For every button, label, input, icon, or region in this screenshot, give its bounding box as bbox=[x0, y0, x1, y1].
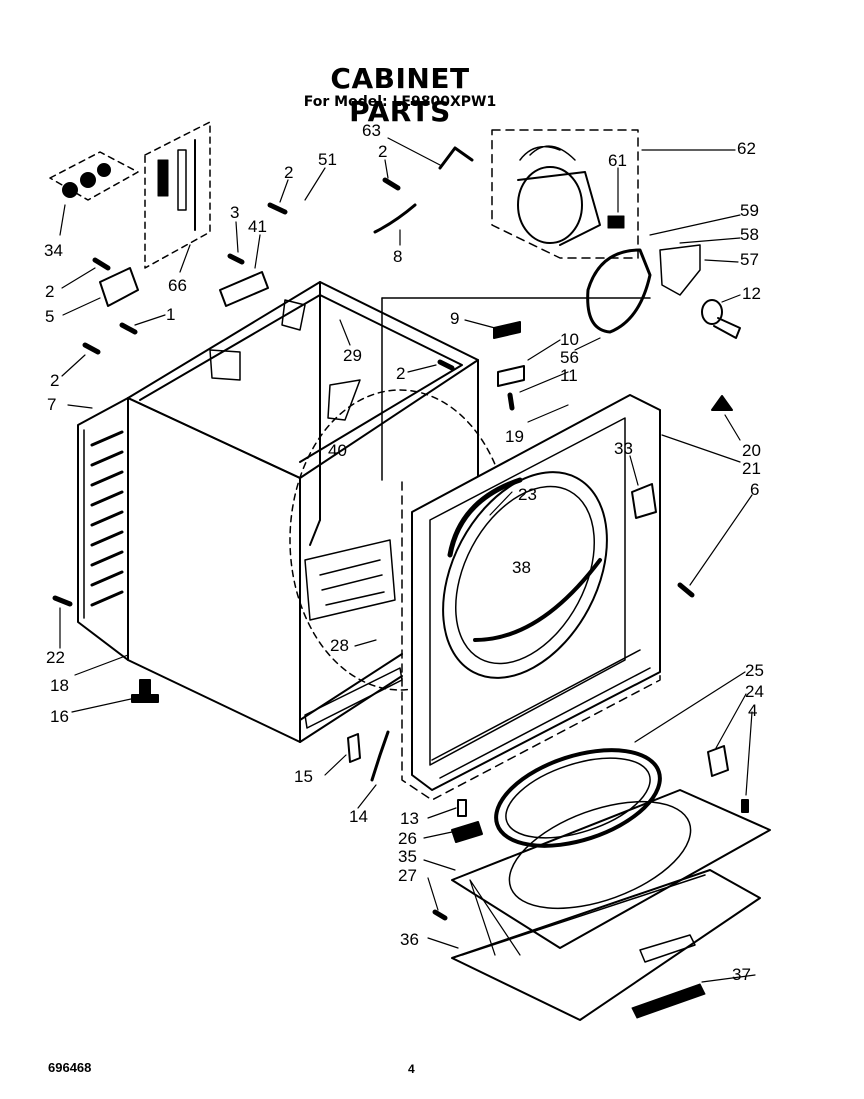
callout-35: 35 bbox=[398, 847, 417, 866]
spring-14 bbox=[370, 730, 390, 782]
callout-2: 2 bbox=[396, 364, 405, 383]
clip-5 bbox=[99, 267, 139, 307]
latch-9 bbox=[493, 321, 521, 339]
callout-38: 38 bbox=[512, 558, 531, 577]
callout-10: 10 bbox=[560, 330, 579, 349]
knob bbox=[701, 299, 741, 339]
idler-bracket bbox=[659, 244, 701, 296]
screw-13 bbox=[457, 799, 467, 817]
screw-22 bbox=[52, 595, 73, 607]
screw-2e bbox=[437, 359, 455, 371]
side-panel bbox=[77, 397, 129, 661]
screw-27 bbox=[432, 909, 448, 921]
callout-61: 61 bbox=[608, 151, 627, 170]
callout-8: 8 bbox=[393, 247, 402, 266]
callout-23: 23 bbox=[518, 485, 537, 504]
callout-37: 37 bbox=[732, 965, 751, 984]
callout-2: 2 bbox=[378, 142, 387, 161]
callout-28: 28 bbox=[330, 636, 349, 655]
screw-6 bbox=[677, 582, 695, 598]
screw-11 bbox=[507, 392, 515, 411]
callout-62: 62 bbox=[737, 139, 756, 158]
callout-26: 26 bbox=[398, 829, 417, 848]
callout-11: 11 bbox=[560, 366, 578, 385]
page-number: 4 bbox=[408, 1062, 415, 1076]
page-title: CABINET PARTS bbox=[330, 62, 470, 128]
leg-16 bbox=[131, 679, 159, 703]
leader-lines bbox=[59, 137, 756, 983]
callout-57: 57 bbox=[740, 250, 759, 269]
callout-15: 15 bbox=[294, 767, 313, 786]
callout-9: 9 bbox=[450, 309, 459, 328]
screw-2a bbox=[382, 177, 401, 191]
bracket-15 bbox=[347, 733, 361, 763]
callout-4: 4 bbox=[748, 701, 757, 720]
callout-13: 13 bbox=[400, 809, 419, 828]
terminal-kit bbox=[49, 121, 211, 269]
callout-20: 20 bbox=[742, 441, 761, 460]
callout-12: 12 bbox=[742, 284, 761, 303]
bracket bbox=[438, 146, 474, 170]
callout-2: 2 bbox=[50, 371, 59, 390]
callout-19: 19 bbox=[505, 427, 524, 446]
callout-14: 14 bbox=[349, 807, 368, 826]
callout-29: 29 bbox=[343, 346, 362, 365]
callout-16: 16 bbox=[50, 707, 69, 726]
callout-59: 59 bbox=[740, 201, 759, 220]
hinge-33 bbox=[631, 483, 657, 519]
screw-1 bbox=[119, 322, 138, 335]
callout-6: 6 bbox=[750, 480, 759, 499]
wire-harness bbox=[373, 203, 417, 234]
bracket-26 bbox=[451, 821, 483, 843]
callout-21: 21 bbox=[742, 459, 761, 478]
callout-1: 1 bbox=[166, 305, 175, 324]
callout-66: 66 bbox=[168, 276, 187, 295]
callout-25: 25 bbox=[745, 661, 764, 680]
cabinet-body bbox=[127, 281, 511, 743]
cap-20 bbox=[711, 395, 733, 411]
callout-labels: 63 2 62 61 51 2 34 3 41 8 59 58 57 2 66 … bbox=[44, 121, 764, 984]
front-panel bbox=[381, 297, 661, 801]
callout-40: 40 bbox=[328, 441, 347, 460]
callout-18: 18 bbox=[50, 676, 69, 695]
switch-10 bbox=[497, 365, 525, 387]
callout-2: 2 bbox=[284, 163, 293, 182]
callout-33: 33 bbox=[614, 439, 633, 458]
callout-56: 56 bbox=[560, 348, 579, 367]
screw-2d bbox=[82, 342, 101, 355]
drive-belt bbox=[586, 248, 652, 334]
door-assembly bbox=[451, 745, 771, 1021]
callout-22: 22 bbox=[46, 648, 65, 667]
callout-2: 2 bbox=[45, 282, 54, 301]
screw-3 bbox=[227, 253, 245, 265]
model-subtitle: For Model: LE9800XPW1 bbox=[303, 94, 497, 110]
document-number: 696468 bbox=[48, 1060, 92, 1075]
connector-block bbox=[219, 271, 269, 307]
callout-5: 5 bbox=[45, 307, 54, 326]
callout-7: 7 bbox=[47, 395, 56, 414]
callout-41: 41 bbox=[248, 217, 267, 236]
callout-27: 27 bbox=[398, 866, 417, 885]
callout-36: 36 bbox=[400, 930, 419, 949]
callout-24: 24 bbox=[745, 682, 764, 701]
motor-assembly bbox=[491, 129, 639, 259]
screw-2c bbox=[92, 257, 111, 271]
callout-3: 3 bbox=[230, 203, 239, 222]
screw-2b bbox=[267, 202, 288, 215]
callout-34: 34 bbox=[44, 241, 63, 260]
callout-63: 63 bbox=[362, 121, 381, 140]
callout-58: 58 bbox=[740, 225, 759, 244]
callout-51: 51 bbox=[318, 150, 337, 169]
